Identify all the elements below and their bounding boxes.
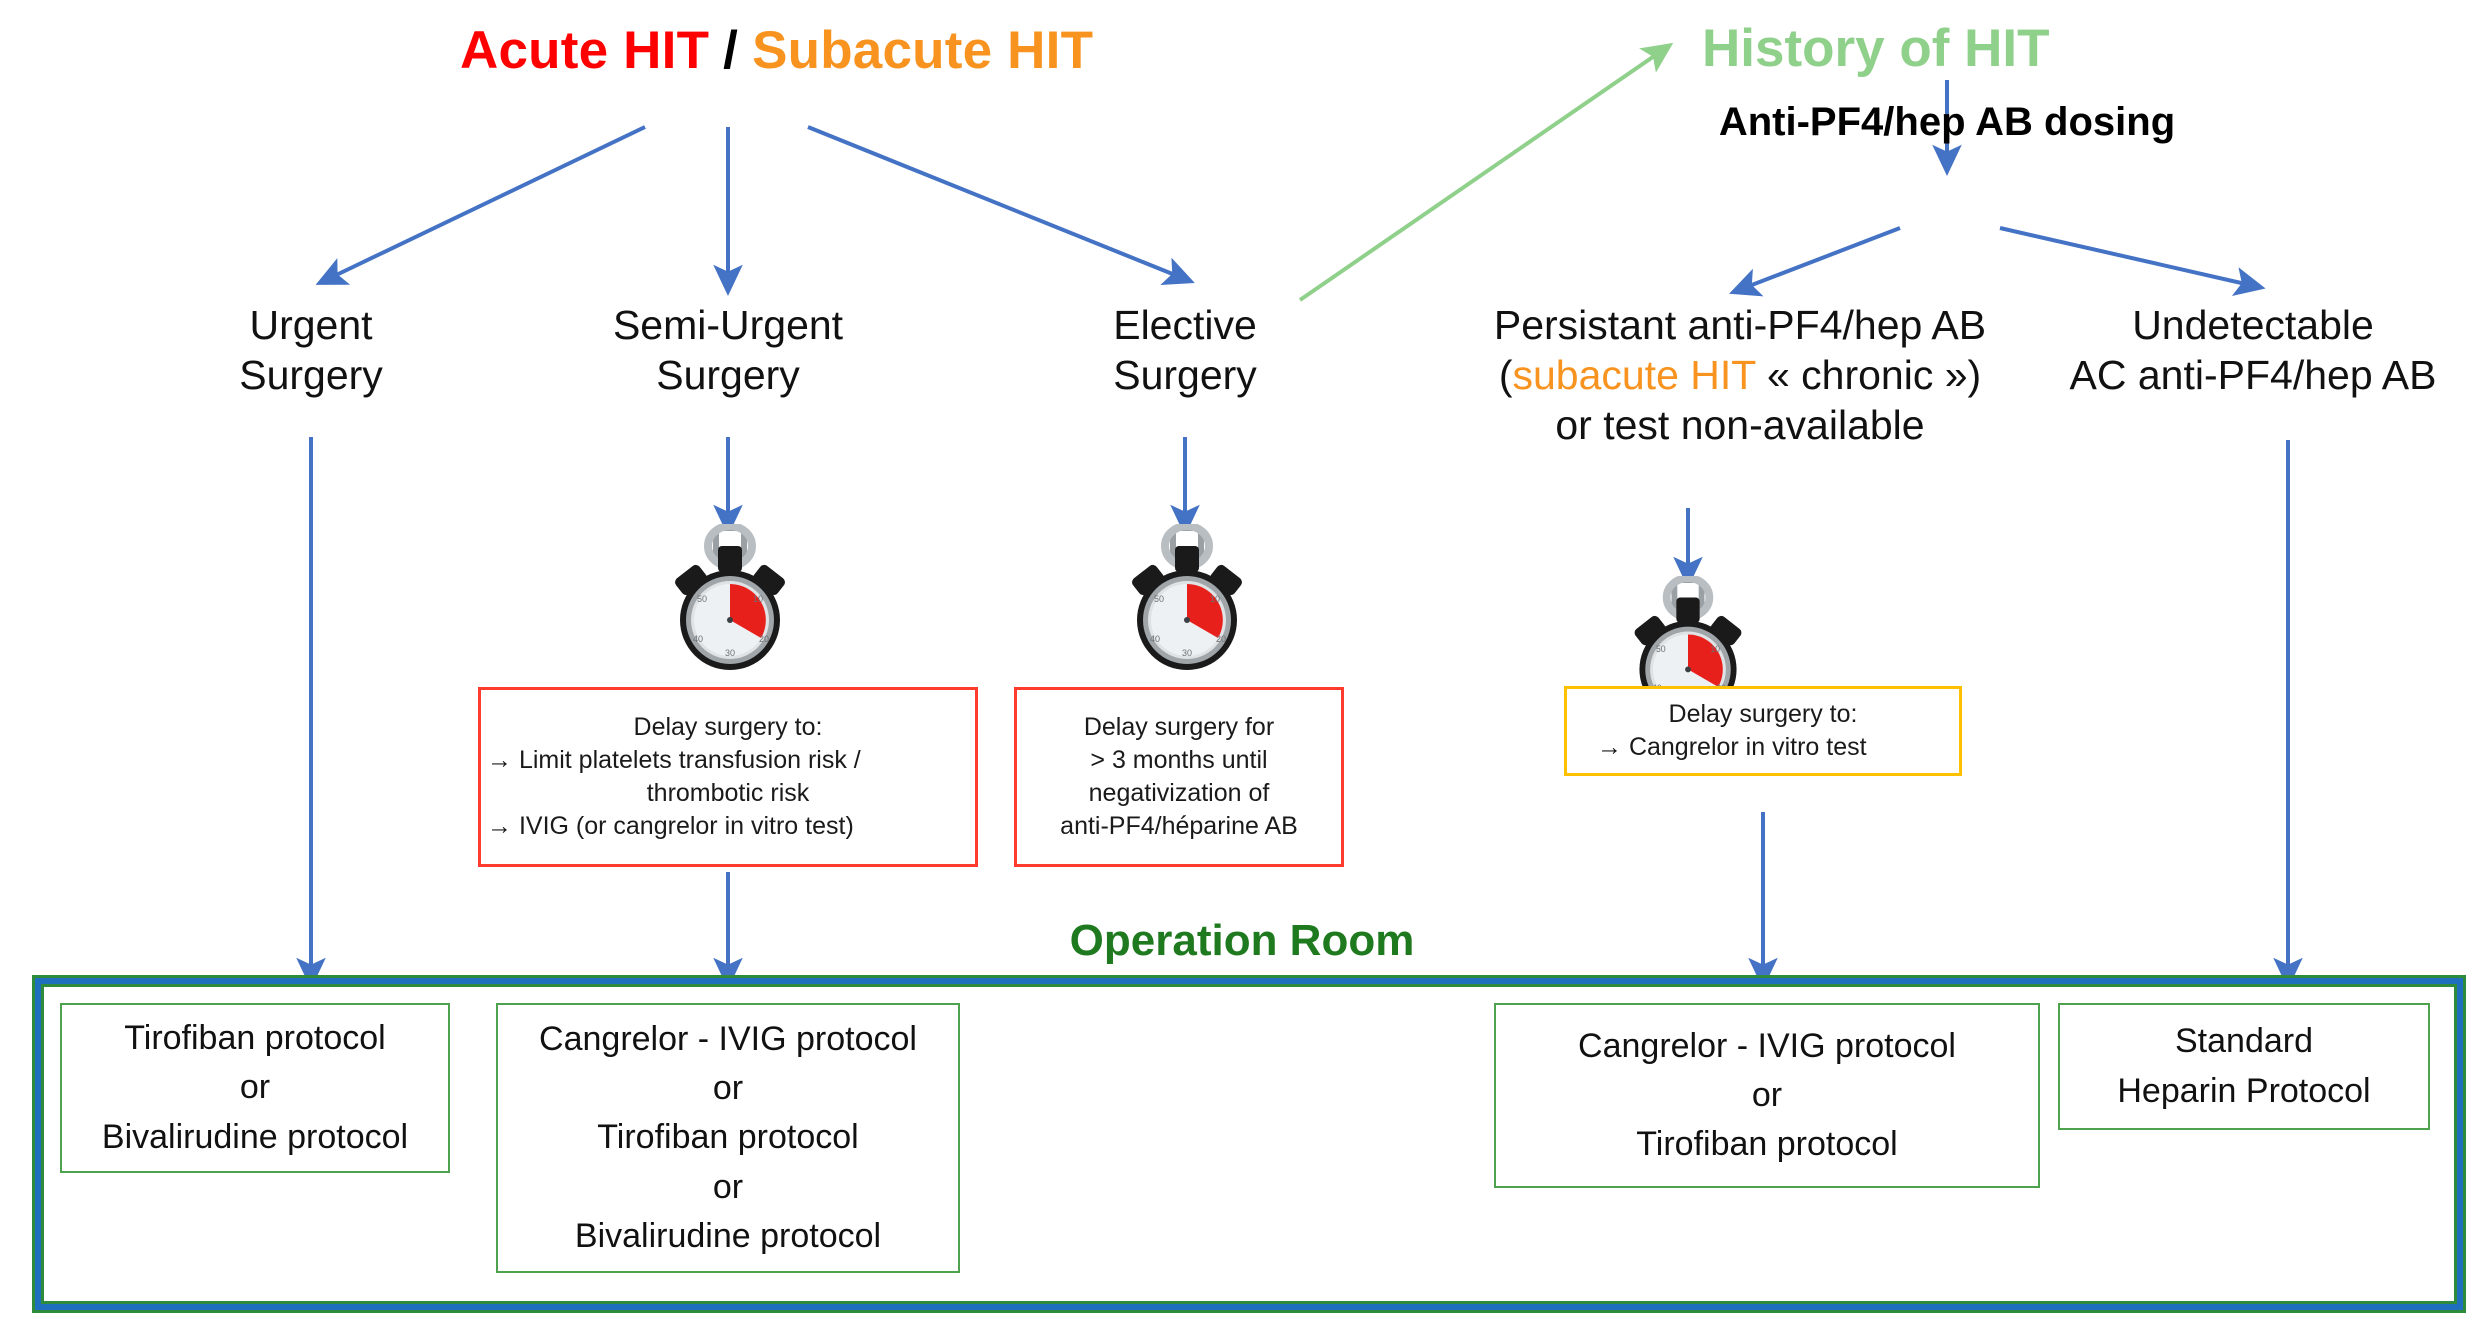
node-persistant-anti-pf4: Persistant anti-PF4/hep AB (subacute HIT… [1460,300,2020,450]
protocol-box-semi-urgent-line1: Cangrelor - IVIG protocol [539,1019,917,1058]
node-elective-surgery-line1: Elective [1113,302,1257,348]
svg-text:10: 10 [753,594,763,604]
node-urgent-surgery-line2: Surgery [239,352,383,399]
node-elective-surgery: Elective Surgery [1045,300,1325,400]
delay-box-elective-line1: Delay surgery for [1083,712,1275,741]
protocol-box-urgent: Tirofiban protocol or Bivalirudine proto… [60,1003,450,1173]
protocol-box-persistant-line1: Cangrelor - IVIG protocol [1578,1026,1956,1065]
protocol-box-persistant-line2: or [1751,1075,1783,1114]
protocol-box-semi-urgent-line4: or [712,1167,744,1206]
node-semi-urgent-surgery: Semi-Urgent Surgery [578,300,878,400]
delay-box-elective: Delay surgery for > 3 months until negat… [1014,687,1344,867]
delay-box-persistant-line2: → Cangrelor in vitro test [1597,733,1867,761]
node-urgent-surgery: Urgent Surgery [176,300,446,400]
node-urgent-surgery-line1: Urgent [249,302,373,348]
node-persistant-line2: (subacute HIT « chronic ») [1460,350,2020,400]
protocol-box-persistant-line3: Tirofiban protocol [1636,1125,1898,1164]
stopwatch-icon: 50 10 20 30 40 [675,524,785,670]
node-persistant-paren-open: ( [1498,352,1513,399]
svg-text:50: 50 [1656,644,1666,654]
node-undetectable-line1: Undetectable [2132,302,2374,348]
protocol-box-semi-urgent: Cangrelor - IVIG protocol or Tirofiban p… [496,1003,960,1273]
protocol-box-urgent-line3: Bivalirudine protocol [101,1117,409,1156]
svg-text:30: 30 [1182,648,1192,658]
delay-box-elective-line2: > 3 months until [1090,745,1268,774]
svg-text:20: 20 [1216,634,1226,644]
delay-box-semi-urgent-line3: thrombotic risk [646,779,810,807]
delay-box-semi-urgent-line4: → IVIG (or cangrelor in vitro test) [487,812,854,841]
svg-text:10: 10 [1210,594,1220,604]
delay-box-persistant-line1: Delay surgery to: [1668,699,1858,728]
title-slash: / [723,21,739,80]
svg-text:30: 30 [725,648,735,658]
node-undetectable-line2: AC anti-PF4/hep AB [2069,352,2437,399]
protocol-box-urgent-line2: or [239,1068,271,1107]
title-acute-hit: Acute HIT [460,21,710,80]
node-persistant-chronic: « chronic ») [1755,352,1982,399]
protocol-box-urgent-line1: Tirofiban protocol [124,1019,386,1058]
node-elective-surgery-line2: Surgery [1113,352,1257,399]
node-persistant-line1: Persistant anti-PF4/hep AB [1493,302,1987,348]
page-title-acute-hit: Acute HIT/Subacute HIT [460,20,1093,81]
delay-box-elective-line4: anti-PF4/héparine AB [1060,812,1298,841]
node-persistant-subacute-hit: subacute HIT [1512,352,1756,399]
protocol-box-undetectable-line2: Heparin Protocol [2117,1071,2371,1110]
stopwatch-icon: 50 10 20 30 40 [1132,524,1242,670]
protocol-box-undetectable-line1: Standard [2175,1022,2313,1061]
svg-text:50: 50 [1154,594,1164,604]
protocol-box-semi-urgent-line2: or [712,1069,744,1108]
page-title-history-of-hit: History of HIT [1702,19,2050,78]
node-anti-pf4-dosing: Anti-PF4/hep AB dosing [1718,100,2176,144]
node-semi-urgent-surgery-line1: Semi-Urgent [612,302,844,348]
svg-text:20: 20 [759,634,769,644]
delay-box-semi-urgent-line1: Delay surgery to: [633,712,823,741]
section-title-operation-room: Operation Room [1069,916,1415,965]
svg-text:40: 40 [693,634,703,644]
node-semi-urgent-surgery-line2: Surgery [656,352,800,399]
protocol-box-undetectable: Standard Heparin Protocol [2058,1003,2430,1130]
node-persistant-line3: or test non-available [1555,402,1925,449]
delay-box-semi-urgent-line2: → Limit platelets transfusion risk / [487,745,861,774]
delay-box-persistant: Delay surgery to: → Cangrelor in vitro t… [1564,686,1962,776]
node-undetectable-anti-pf4: Undetectable AC anti-PF4/hep AB [2028,300,2478,400]
svg-text:50: 50 [697,594,707,604]
svg-text:40: 40 [1150,634,1160,644]
protocol-box-persistant: Cangrelor - IVIG protocol or Tirofiban p… [1494,1003,2040,1188]
protocol-box-semi-urgent-line5: Bivalirudine protocol [574,1216,882,1255]
svg-text:10: 10 [1710,644,1720,654]
delay-box-elective-line3: negativization of [1088,779,1270,807]
title-subacute-hit: Subacute HIT [752,21,1094,80]
protocol-box-semi-urgent-line3: Tirofiban protocol [597,1118,859,1157]
delay-box-semi-urgent: Delay surgery to: → Limit platelets tran… [478,687,978,867]
